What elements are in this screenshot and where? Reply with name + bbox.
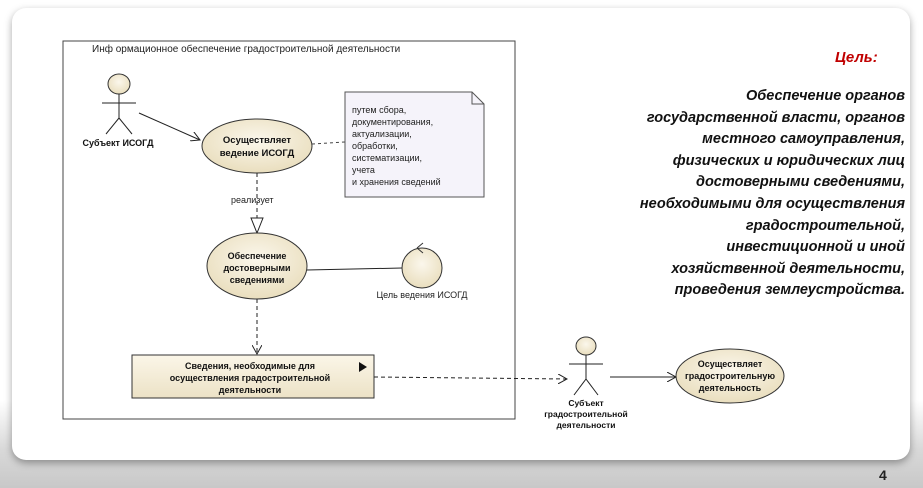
association-isogd-maintain [138, 112, 200, 140]
actor-isogd-subject[interactable] [102, 73, 136, 135]
actor-urban-subject-line3: деятельности [557, 420, 616, 430]
information-object[interactable]: Сведения, необходимые для осуществления … [131, 354, 375, 399]
goal-heading: Цель: [835, 49, 878, 66]
note-line-3: актуализации, [352, 129, 412, 139]
use-case-provide-reliable-line2: достоверными [223, 263, 290, 273]
note-line-7: и хранения сведений [352, 177, 441, 187]
use-case-maintain-isogd-line1: Осуществляет [223, 135, 292, 146]
note-line-1: путем сбора, [352, 105, 406, 115]
note-line-4: обработки, [352, 141, 398, 151]
use-case-provide-reliable[interactable]: Обеспечение достоверными сведениями [206, 232, 308, 300]
use-case-maintain-isogd[interactable]: Осуществляет ведение ИСОГД [201, 118, 313, 174]
actor-isogd-subject-label: Субъект ИСОГД [83, 138, 155, 148]
use-case-urban-activity-line2: градостроительную [685, 371, 775, 381]
goal-object-label: Цель ведения ИСОГД [376, 290, 467, 300]
information-object-line2: осуществления градостроительной [170, 373, 330, 383]
note-process-description: путем сбора, документирования, актуализа… [344, 91, 485, 198]
relation-label: реализует [231, 195, 274, 205]
use-case-maintain-isogd-line2: ведение ИСОГД [220, 148, 295, 159]
note-line-5: систематизации, [352, 153, 422, 163]
goal-object-icon [401, 242, 443, 289]
system-boundary [62, 40, 516, 420]
information-object-line1: Сведения, необходимые для [185, 361, 315, 371]
actor-urban-subject-line2: градостроительной [544, 409, 628, 419]
use-case-urban-activity-line1: Осуществляет [698, 359, 763, 369]
dependency-to-urban-subject [373, 377, 567, 379]
note-link [311, 141, 346, 145]
use-case-provide-reliable-line1: Обеспечение [228, 251, 287, 261]
use-case-urban-activity[interactable]: Осуществляет градостроительную деятельно… [675, 348, 785, 404]
use-case-provide-reliable-line3: сведениями [230, 275, 285, 285]
note-line-2: документирования, [352, 117, 433, 127]
actor-urban-subject[interactable] [569, 336, 603, 396]
note-line-6: учета [352, 165, 375, 175]
system-boundary-title: Инф ормационное обеспечение градостроите… [92, 43, 400, 55]
goal-link [306, 267, 403, 271]
use-case-urban-activity-line3: деятельность [699, 383, 762, 393]
information-object-line3: деятельности [219, 385, 281, 395]
goal-text: Обеспечение органов государственной влас… [639, 88, 905, 299]
actor-urban-subject-line1: Субъект [568, 398, 603, 408]
page-number: 4 [879, 467, 887, 483]
